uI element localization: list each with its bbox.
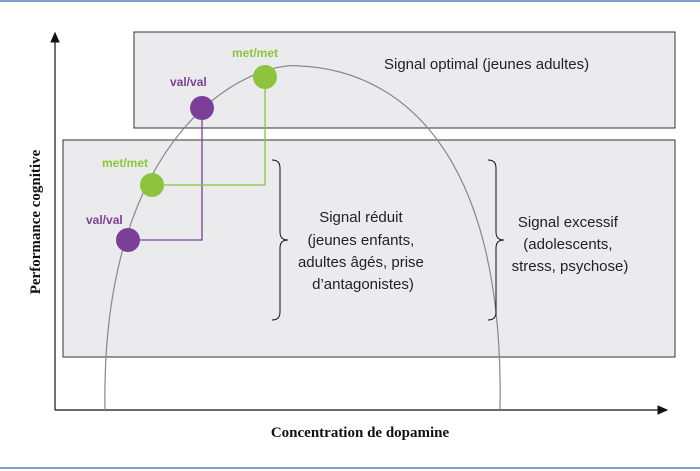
performance-curve [104, 65, 501, 411]
reduced-signal-brace [271, 159, 289, 321]
label-met-met-low: met/met [102, 156, 148, 170]
marker-val-val-low [116, 228, 140, 252]
reduced-excess-signal-box [62, 139, 676, 358]
optimal-signal-text: Signal optimal (jeunes adultes) [384, 56, 589, 73]
y-axis-title: Performance cognitive [28, 149, 44, 294]
marker-met-met-low [140, 173, 164, 197]
bottom-border-rule [0, 467, 700, 469]
excess-signal-brace [487, 159, 505, 321]
label-val-val-high: val/val [170, 75, 207, 89]
excess-signal-text: Signal excessif (adolescents, stress, ps… [512, 214, 629, 275]
label-met-met-high: met/met [232, 46, 278, 60]
green-connector-line [152, 77, 266, 186]
marker-val-val-high [190, 96, 214, 120]
x-axis-title: Concentration de dopamine [271, 425, 450, 441]
top-border-rule [0, 0, 700, 2]
marker-met-met-high [253, 65, 277, 89]
optimal-signal-box [133, 31, 676, 129]
purple-connector-line [128, 108, 203, 241]
label-val-val-low: val/val [86, 213, 123, 227]
reduced-signal-text: Signal réduit (jeunes enfants, adultes â… [298, 209, 428, 293]
